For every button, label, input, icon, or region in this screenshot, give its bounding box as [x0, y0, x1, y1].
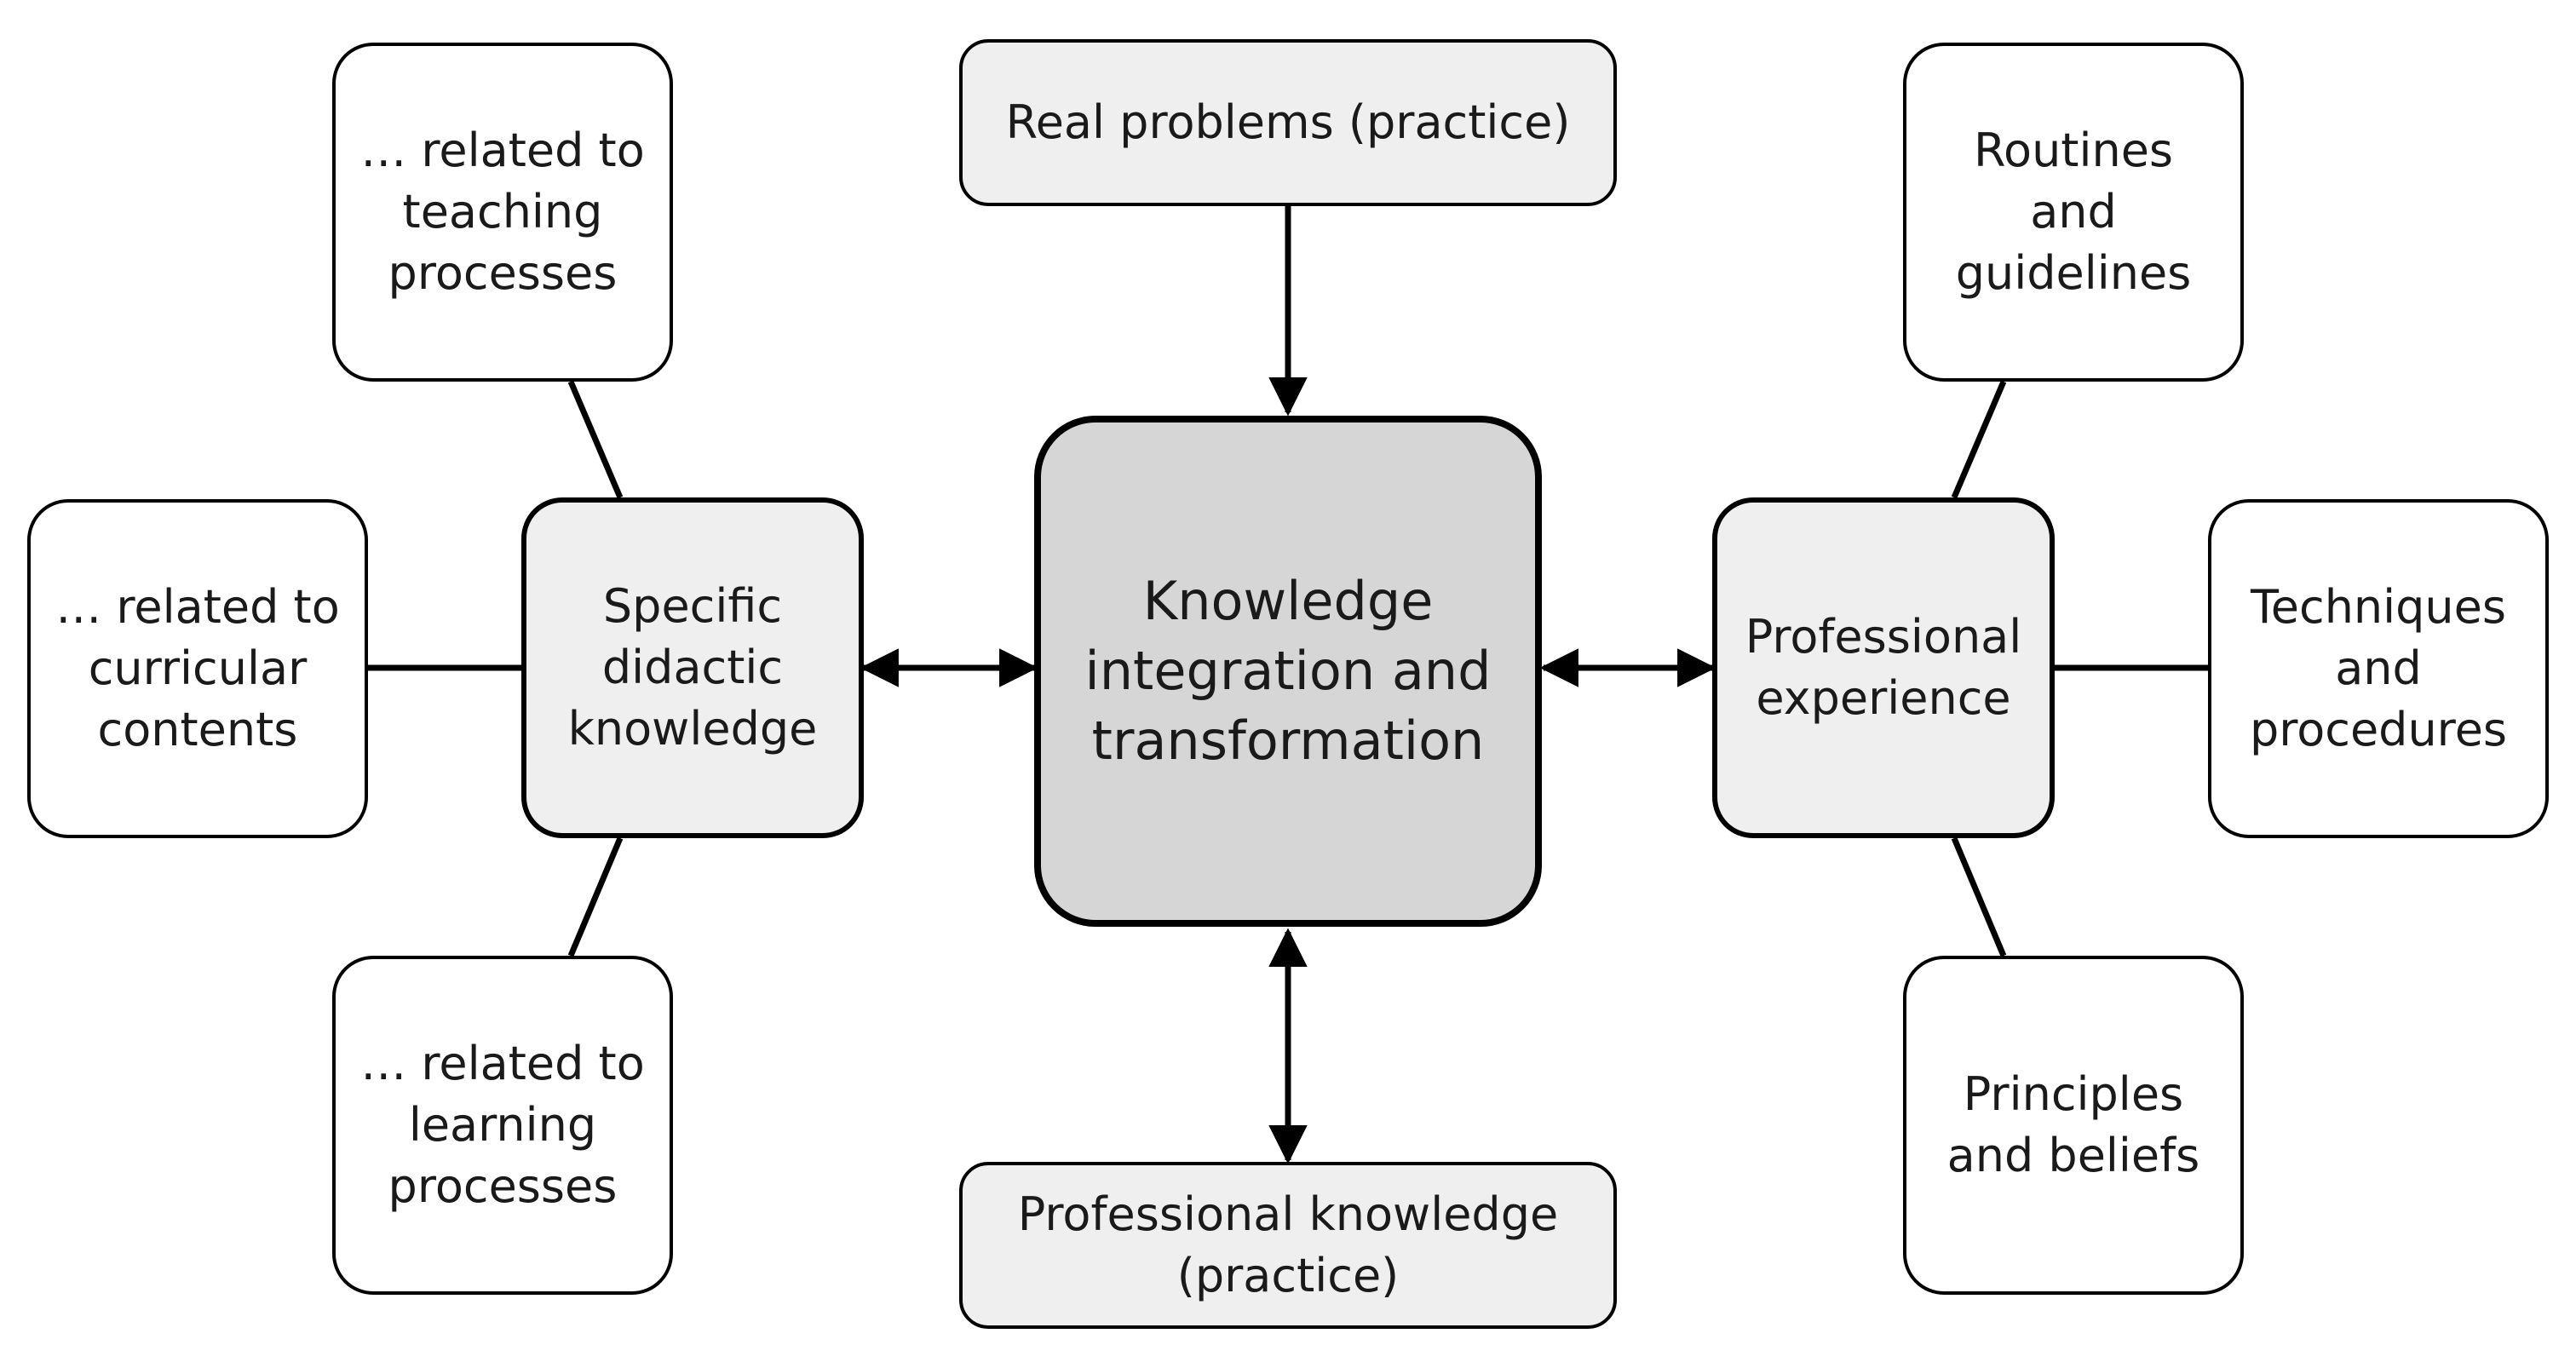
top-node: Real problems (practice)	[959, 39, 1617, 206]
left-hub-node: Specific didactic knowledge	[521, 497, 864, 838]
right-top-label: Routines and guidelines	[1955, 124, 2192, 300]
right-side-node: Techniques and procedures	[2208, 499, 2549, 838]
left-bottom-label: … related to learning processes	[360, 1037, 645, 1213]
center-node: Knowledge integration and transformation	[1034, 416, 1542, 927]
right-bottom-label: Principles and beliefs	[1946, 1067, 2200, 1182]
left-side-label: … related to curricular contents	[55, 580, 340, 756]
bottom-node: Professional knowledge (practice)	[959, 1162, 1617, 1329]
right-top-node: Routines and guidelines	[1903, 43, 2244, 382]
left-top-node: … related to teaching processes	[332, 43, 673, 382]
left-hub-label: Specific didactic knowledge	[567, 579, 818, 756]
link-didactic-learning	[567, 836, 624, 957]
left-side-node: … related to curricular contents	[27, 499, 368, 838]
link-didactic-teaching	[567, 380, 624, 499]
left-top-label: … related to teaching processes	[360, 124, 645, 300]
link-experience-principles	[1951, 836, 2007, 957]
left-bottom-node: … related to learning processes	[332, 956, 673, 1295]
right-hub-node: Professional experience	[1712, 497, 2055, 838]
link-experience-routines	[1951, 380, 2007, 499]
right-side-label: Techniques and procedures	[2249, 580, 2508, 756]
center-node-label: Knowledge integration and transformation	[1084, 570, 1492, 772]
right-hub-label: Professional experience	[1745, 610, 2022, 725]
top-node-label: Real problems (practice)	[1005, 95, 1571, 149]
right-bottom-node: Principles and beliefs	[1903, 956, 2244, 1295]
bottom-node-label: Professional knowledge (practice)	[1017, 1187, 1559, 1302]
